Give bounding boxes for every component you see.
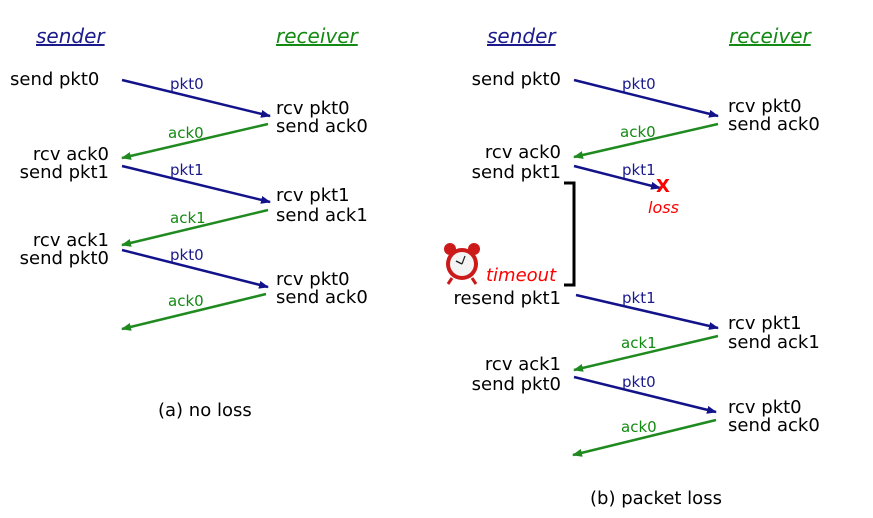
alarm-clock-icon <box>444 243 480 285</box>
arrow-ack0 <box>572 418 717 457</box>
receiver-event: rcv pkt0 <box>276 269 350 290</box>
arrow-pkt0 <box>573 78 719 118</box>
message-label: pkt0 <box>622 373 656 391</box>
arrow-pkt0 <box>121 248 269 289</box>
arrow-ack0 <box>121 292 267 331</box>
sender-event: rcv ack0 <box>484 142 561 163</box>
receiver-event: rcv pkt1 <box>276 185 350 206</box>
receiver-event: send ack1 <box>728 332 820 353</box>
message-label: ack0 <box>168 292 204 310</box>
timeout-bracket <box>564 181 576 287</box>
receiver-event: rcv pkt0 <box>276 98 350 119</box>
arrow-ack0 <box>573 122 719 159</box>
caption-a: (a) no loss <box>158 400 252 421</box>
arrow-ack1 <box>573 334 719 372</box>
receiver-event: send ack0 <box>276 116 368 137</box>
sender-event: send pkt0 <box>471 69 561 90</box>
message-label: ack0 <box>621 418 657 436</box>
loss-x-icon: X <box>656 176 670 197</box>
sender-event: rcv ack0 <box>32 144 109 165</box>
sender-event: rcv ack1 <box>32 230 109 251</box>
receiver-event: send ack0 <box>728 114 820 135</box>
receiver-header-b: receiver <box>729 24 811 48</box>
receiver-event: rcv pkt0 <box>728 397 802 418</box>
receiver-header-a: receiver <box>276 24 358 48</box>
sender-event: send pkt0 <box>10 69 100 90</box>
message-label: pkt1 <box>622 289 656 307</box>
timeout-label: timeout <box>486 265 557 286</box>
arrow-pkt1-lost <box>573 164 661 190</box>
message-label: ack0 <box>168 124 204 142</box>
receiver-event: send ack0 <box>276 287 368 308</box>
sender-header-a: sender <box>36 24 105 48</box>
message-label: pkt0 <box>170 75 204 93</box>
message-label: ack1 <box>621 334 657 352</box>
loss-label: loss <box>648 198 679 217</box>
receiver-event: rcv pkt0 <box>728 96 802 117</box>
message-label: pkt1 <box>170 161 204 179</box>
receiver-event: rcv pkt1 <box>728 313 802 334</box>
sender-header-b: sender <box>487 24 556 48</box>
arrow-pkt1 <box>121 164 271 204</box>
message-label: pkt0 <box>170 246 204 264</box>
message-label: ack0 <box>620 123 656 141</box>
arrow-pkt1-resend <box>575 293 719 330</box>
arrow-ack0 <box>121 122 269 160</box>
sender-event: send pkt1 <box>19 162 109 183</box>
sender-event: resend pkt1 <box>453 288 561 309</box>
receiver-event: send ack1 <box>276 205 368 226</box>
message-label: pkt0 <box>622 75 656 93</box>
receiver-event: send ack0 <box>728 415 820 436</box>
message-label: ack1 <box>170 209 206 227</box>
sender-event: send pkt0 <box>471 374 561 395</box>
caption-b: (b) packet loss <box>590 488 722 509</box>
arrow-pkt0 <box>573 375 717 414</box>
message-label: pkt1 <box>622 161 656 179</box>
arrow-ack1 <box>121 208 269 247</box>
sender-event: send pkt0 <box>19 248 109 269</box>
sender-event: send pkt1 <box>471 162 561 183</box>
sender-event: rcv ack1 <box>484 354 561 375</box>
arrow-pkt0 <box>121 78 271 118</box>
